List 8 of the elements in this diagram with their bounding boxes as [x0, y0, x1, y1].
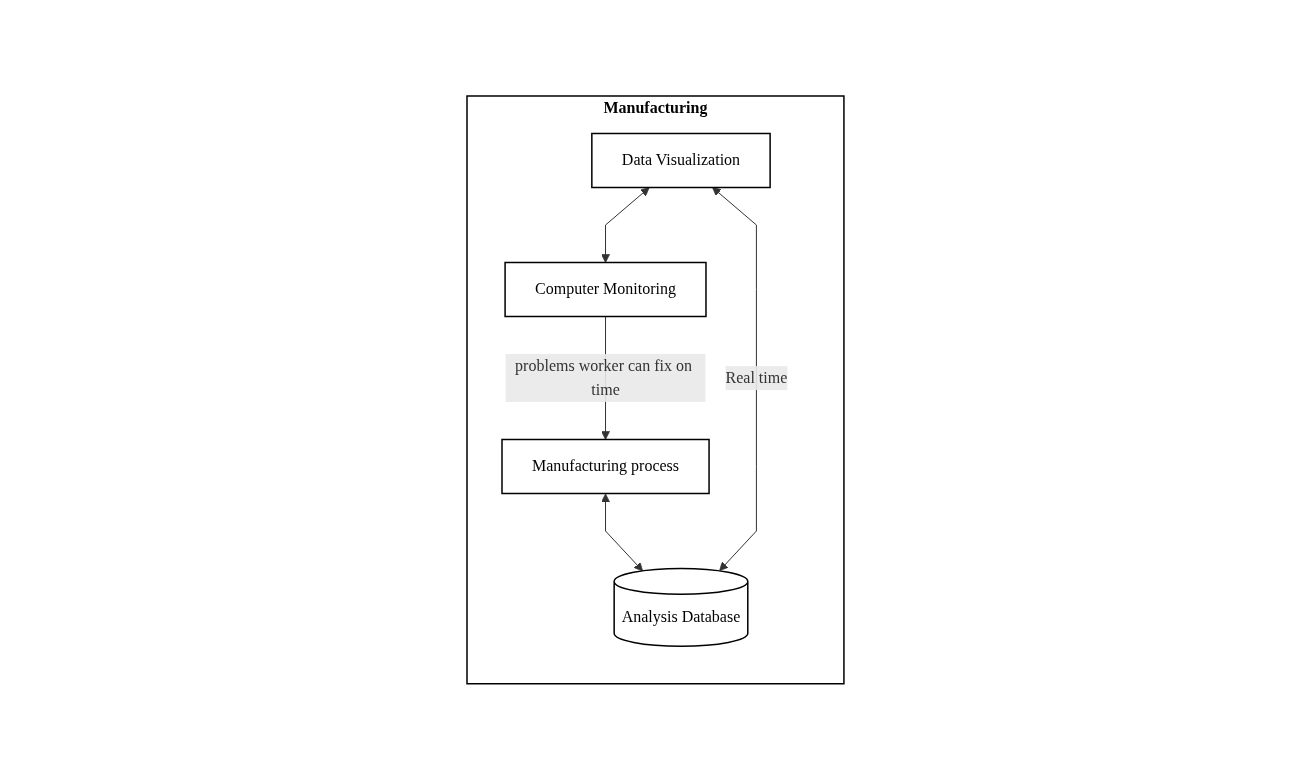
- node-box: Data Visualization: [591, 132, 771, 188]
- edge-label: Real time: [725, 368, 788, 386]
- edge-label: problems worker can fix on time: [515, 356, 692, 398]
- arrow: [712, 186, 757, 571]
- node-box: Manufacturing process: [501, 438, 710, 494]
- arrow: [601, 493, 643, 571]
- node-box: Computer Monitoring: [504, 261, 707, 317]
- arrow: [601, 187, 650, 263]
